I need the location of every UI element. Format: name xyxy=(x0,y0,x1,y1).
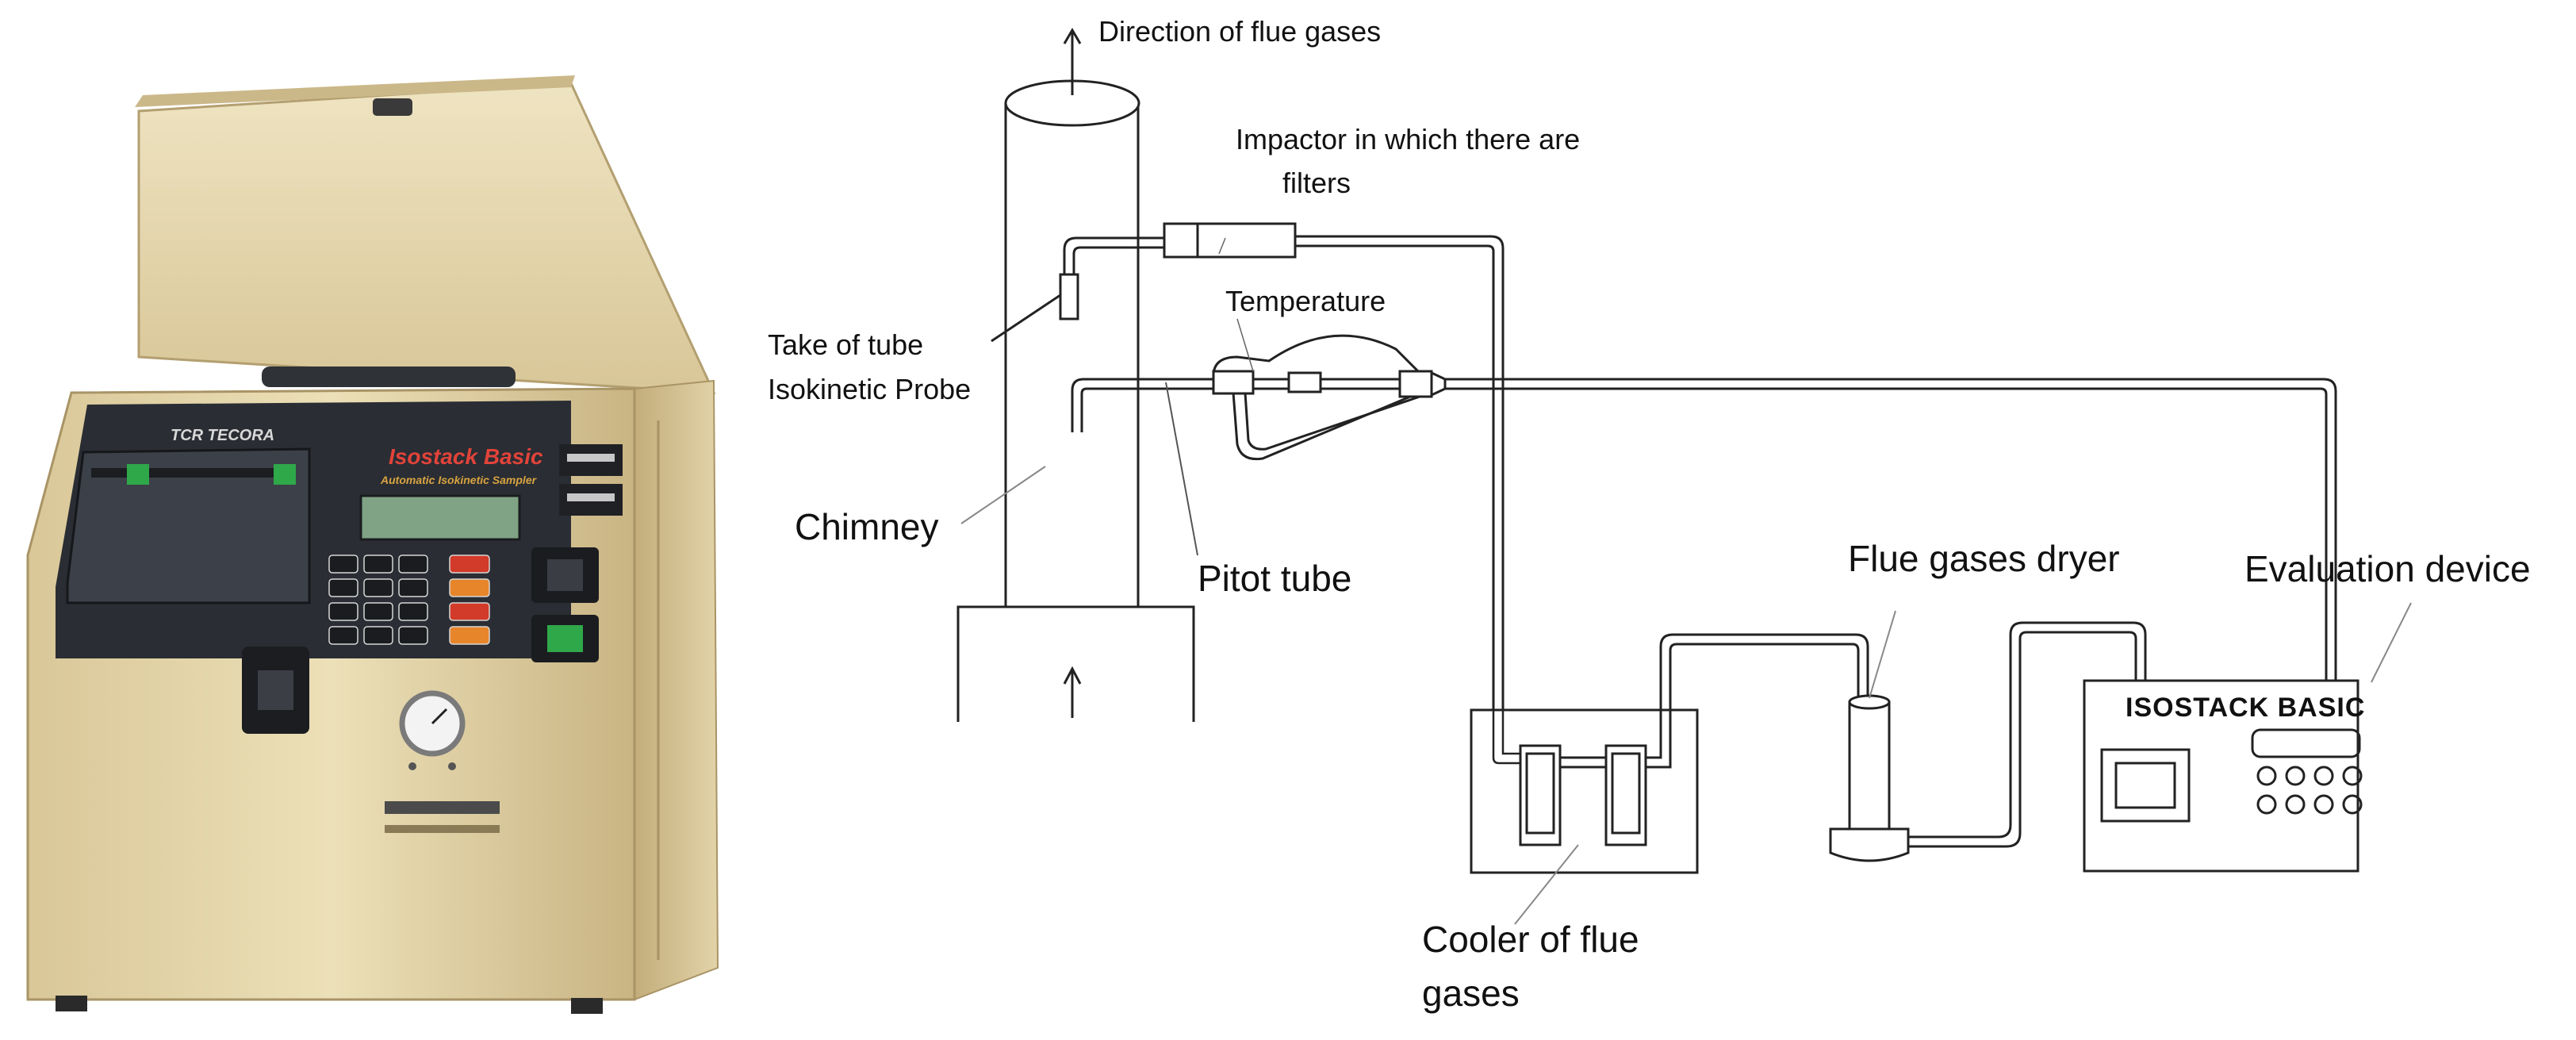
label-take-off-tube: Take of tube xyxy=(768,328,923,361)
evaluation-device-display xyxy=(2251,728,2361,758)
dryer-base xyxy=(1829,827,1910,862)
keypad-key xyxy=(449,555,490,574)
evaluation-device-button xyxy=(2342,766,2363,786)
evaluation-device-box xyxy=(2083,679,2359,873)
lid-latch xyxy=(373,98,412,116)
instrument-lid xyxy=(137,82,716,394)
evaluation-device-screen xyxy=(2100,748,2191,823)
device-screen-title: Isostack Basic xyxy=(389,444,543,469)
keypad-key xyxy=(363,555,393,574)
label-temperature: Temperature xyxy=(1225,285,1386,317)
instrument-case-side xyxy=(634,379,719,1001)
instrument-photo: TCR TECORA Isostack Basic Automatic Isok… xyxy=(26,75,719,1014)
isokinetic-probe xyxy=(1059,273,1079,320)
evaluation-device-button xyxy=(2285,794,2306,815)
label-evaluation-device: Evaluation device xyxy=(2244,548,2531,589)
keypad-key xyxy=(328,555,358,574)
keypad-key xyxy=(449,626,490,645)
inflow-arrow xyxy=(1063,666,1082,718)
lid-handle xyxy=(262,366,516,387)
device-screen-subtitle: Automatic Isokinetic Sampler xyxy=(380,474,538,486)
lcd-display xyxy=(359,494,521,541)
label-isokinetic-probe: Isokinetic Probe xyxy=(768,373,971,405)
keypad-key xyxy=(398,578,428,597)
keypad-key xyxy=(363,602,393,621)
label-impactor-line2: filters xyxy=(1282,167,1351,199)
evaluation-device-brand: ISOSTACK BASIC xyxy=(2126,693,2365,723)
label-pitot-tube: Pitot tube xyxy=(1198,558,1351,599)
evaluation-device-button xyxy=(2256,794,2277,815)
keypad xyxy=(328,555,490,645)
keypad-key xyxy=(449,578,490,597)
evaluation-device-button xyxy=(2313,766,2334,786)
label-strip xyxy=(385,801,500,814)
keypad-key xyxy=(398,626,428,645)
keypad-key xyxy=(328,602,358,621)
label-cooler-line2: gases xyxy=(1422,973,1520,1014)
evaluation-device-button xyxy=(2256,766,2277,786)
label-cooler-line1: Cooler of flue xyxy=(1422,919,1639,960)
evaluation-device-button xyxy=(2342,794,2363,815)
pitot-tube xyxy=(1071,378,1436,432)
keypad-key xyxy=(328,578,358,597)
logo-text: TCR TECORA xyxy=(171,427,274,444)
keypad-key xyxy=(398,602,428,621)
temperature-sensor xyxy=(1212,334,1421,377)
evaluation-device-button xyxy=(2313,794,2334,815)
label-chimney: Chimney xyxy=(795,506,939,547)
schematic xyxy=(956,28,2412,925)
cooler-box xyxy=(1470,708,1699,874)
label-flue-gases-dryer: Flue gases dryer xyxy=(1848,538,2120,579)
dryer-column xyxy=(1848,700,1891,831)
label-direction-of-flue-gases: Direction of flue gases xyxy=(1098,15,1381,48)
evaluation-device-button xyxy=(2285,766,2306,786)
keypad-key xyxy=(328,626,358,645)
evaluation-device-buttons xyxy=(2256,766,2363,815)
keypad-key xyxy=(363,578,393,597)
printer-module xyxy=(66,447,311,604)
chimney-base xyxy=(956,605,1195,722)
label-impactor-line1: Impactor in which there are xyxy=(1236,123,1580,155)
impactor xyxy=(1163,222,1297,259)
keypad-key xyxy=(398,555,428,574)
keypad-key xyxy=(363,626,393,645)
keypad-key xyxy=(449,602,490,621)
